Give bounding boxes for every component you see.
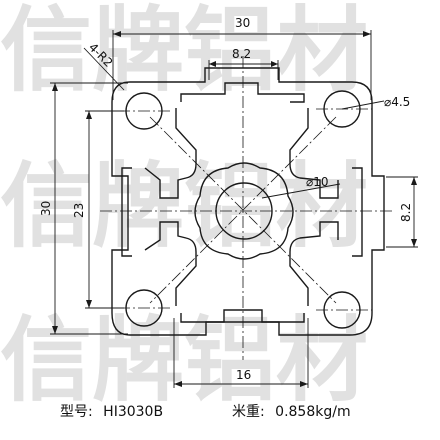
corner-hole-label: ⌀4.5	[384, 95, 410, 109]
model-value: HI3030B	[103, 404, 164, 420]
corner-radius-leader	[83, 47, 125, 91]
cavity-top-right	[289, 108, 339, 199]
diagonal-line-2	[149, 116, 337, 304]
model-caption: 型号: HI3030B	[60, 401, 163, 421]
width-label: 30	[235, 16, 250, 30]
right-slot-inner	[352, 167, 363, 257]
watermark: 信牌铝材 信牌铝材 信牌铝材	[0, 0, 368, 414]
hole-spacing-label: 23	[72, 203, 86, 218]
dimension-lines	[50, 30, 418, 388]
left-slot-inner	[121, 167, 132, 257]
weight-value: 0.858kg/m	[275, 404, 351, 420]
outer-boundary	[111, 67, 385, 336]
weight-caption: 米重: 0.858kg/m	[232, 401, 351, 421]
cavity-top-left	[144, 108, 197, 199]
corner-hole-leader	[341, 100, 385, 110]
side-slot-label: 8.2	[399, 203, 413, 222]
watermark-row-3: 信牌铝材	[0, 307, 368, 414]
bottom-spacing-label: 16	[236, 368, 251, 382]
center-hole-leader	[261, 183, 341, 199]
height-label: 30	[39, 201, 53, 216]
watermark-row-2: 信牌铝材	[0, 153, 368, 260]
slot-width-label: 8.2	[232, 47, 251, 61]
top-slot-inner	[180, 82, 305, 103]
center-hole-outline	[194, 162, 294, 260]
cavity-bottom-right	[289, 221, 339, 306]
watermark-row-1: 信牌铝材	[0, 0, 368, 104]
bottom-slot-inner	[180, 309, 305, 323]
center-hole-label: ⌀10	[306, 175, 329, 189]
weight-label: 米重:	[232, 404, 265, 420]
cavity-bottom-left	[144, 221, 197, 306]
model-label: 型号:	[60, 404, 93, 420]
